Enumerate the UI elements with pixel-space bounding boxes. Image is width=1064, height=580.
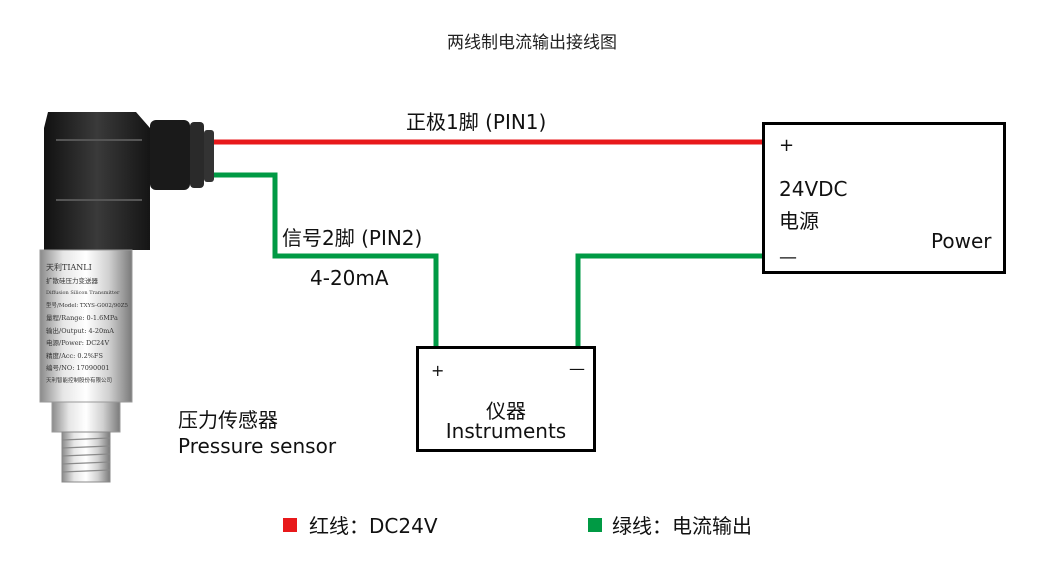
power-name-en: Power <box>931 229 992 253</box>
red-wire-label: 正极1脚 (PIN1) <box>406 110 547 134</box>
instrument-box: + — 仪器 Instruments <box>416 346 596 452</box>
nameplate-line: 天利TIANLI <box>46 263 92 272</box>
current-range-label: 4-20mA <box>310 266 389 290</box>
legend-green: 绿线：电流输出 <box>588 510 752 539</box>
power-supply-box: + 24VDC 电源 Power — <box>762 122 1006 274</box>
green-wire-return <box>575 253 764 348</box>
red-swatch <box>283 517 297 532</box>
green-wire-signal <box>212 172 439 348</box>
sensor-name-cn: 压力传感器 <box>178 408 278 432</box>
green-swatch <box>588 517 602 532</box>
sensor-thread <box>61 431 111 483</box>
sensor-body <box>39 249 133 403</box>
nameplate-line: 扩散硅压力变送器 <box>46 276 98 285</box>
nameplate-line: 精度/Acc: 0.2%FS <box>46 351 103 360</box>
instrument-minus-terminal: — <box>569 359 585 378</box>
instrument-name-cn: 仪器 <box>486 399 526 423</box>
instrument-plus-terminal: + <box>431 361 445 380</box>
sensor-nameplate: 天利TIANLI 扩散硅压力变送器 Diffusion Silicon Tran… <box>46 262 130 387</box>
nameplate-line: 型号/Model: TXYS-G002/90Z5 <box>46 302 129 309</box>
power-name-cn: 电源 <box>779 209 819 233</box>
nameplate-line: 编号/NO: 17090001 <box>46 364 110 372</box>
nameplate-line: 输出/Output: 4-20mA <box>46 326 114 335</box>
instrument-name-en: Instruments <box>445 419 567 443</box>
pressure-sensor-image <box>39 112 214 483</box>
nameplate-line: Diffusion Silicon Transmitter <box>46 290 120 296</box>
nameplate-line: 电源/Power: DC24V <box>46 339 110 347</box>
cable-gland <box>150 120 190 190</box>
diagram-title: 两线制电流输出接线图 <box>447 33 617 53</box>
nameplate-line: 量程/Range: 0-1.6MPa <box>46 314 118 322</box>
connector-head <box>44 112 150 250</box>
legend-red: 红线：DC24V <box>283 510 438 539</box>
nameplate-line: 天利智能控制股份有限公司 <box>46 377 113 384</box>
power-plus-terminal: + <box>779 135 795 156</box>
power-minus-terminal: — <box>779 247 797 268</box>
legend-red-text: 红线：DC24V <box>309 514 438 538</box>
legend-green-text: 绿线：电流输出 <box>612 514 752 538</box>
power-voltage: 24VDC <box>779 177 848 201</box>
sensor-name-en: Pressure sensor <box>178 434 337 458</box>
green-wire-label: 信号2脚 (PIN2) <box>282 226 423 250</box>
